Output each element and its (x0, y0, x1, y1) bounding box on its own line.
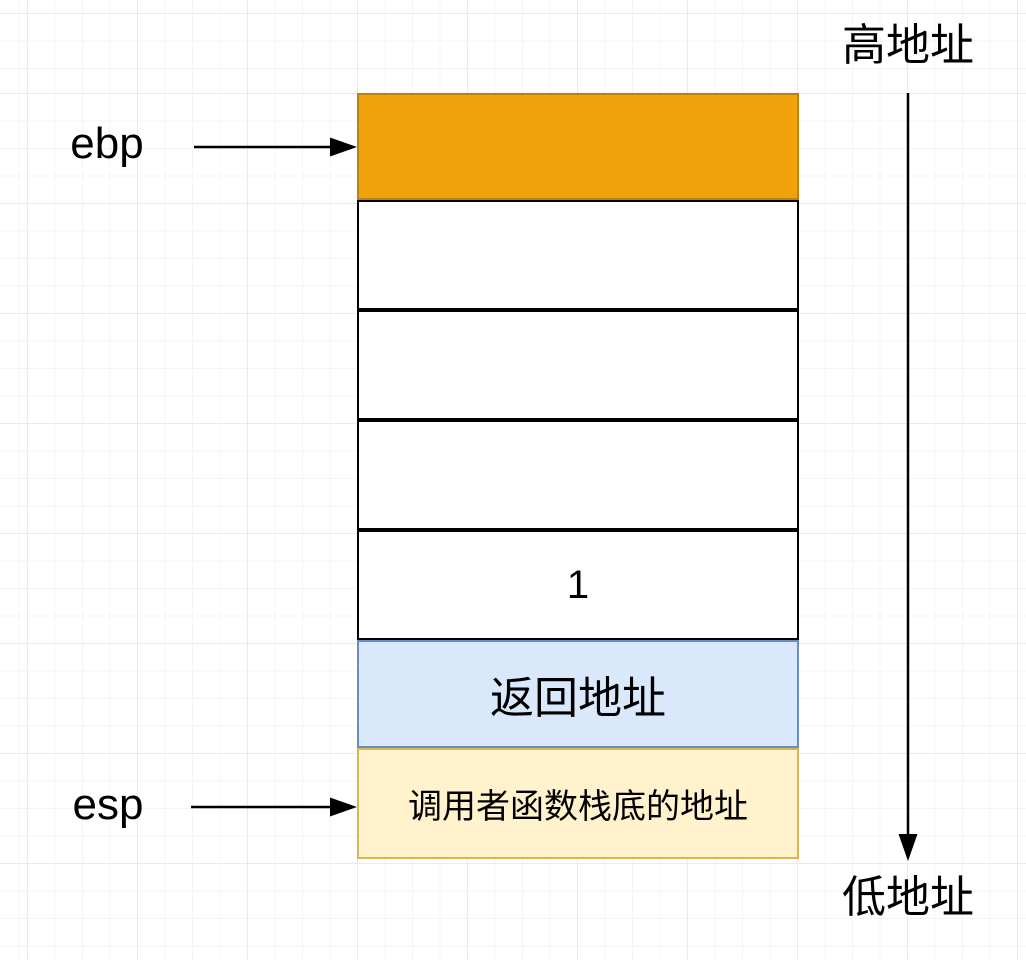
stack-cell-empty-1 (357, 200, 799, 310)
high-address-label: 高地址 (842, 21, 974, 70)
stack-cell-text: 1 (566, 562, 590, 607)
ebp-arrow (194, 137, 357, 157)
stack-cell-return-address: 返回地址 (357, 640, 799, 748)
esp-register-label: esp (72, 780, 144, 829)
stack-frame-column: 1 返回地址 调用者函数栈底的地址 (357, 93, 799, 859)
stack-cell-argument: 1 (357, 530, 799, 640)
low-address-label: 低地址 (842, 873, 974, 922)
stack-cell-saved-ebp (357, 93, 799, 200)
address-direction-arrow (898, 93, 918, 861)
stack-cell-empty-2 (357, 310, 799, 420)
ebp-register-label: ebp (70, 119, 144, 168)
stack-cell-text: 返回地址 (490, 674, 666, 723)
esp-arrow (191, 797, 357, 817)
stack-cell-caller-frame-base: 调用者函数栈底的地址 (357, 748, 799, 859)
stack-cell-empty-3 (357, 420, 799, 530)
stack-cell-text: 调用者函数栈底的地址 (408, 788, 748, 826)
